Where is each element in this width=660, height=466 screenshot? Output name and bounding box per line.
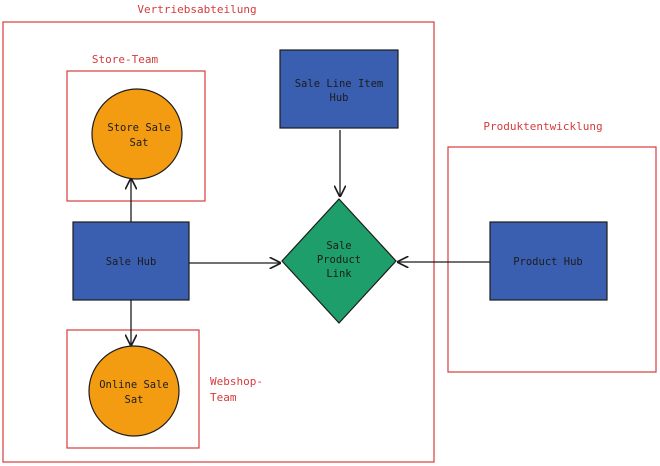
group-webshop-team-frame (66, 329, 200, 449)
sale-line-item-hub-node[interactable]: Sale Line Item Hub (279, 49, 399, 129)
group-produktentwicklung-frame (447, 146, 657, 373)
sale-product-link-label: Sale (326, 240, 351, 252)
sale-product-link-label-line3: Link (326, 268, 352, 280)
sale-product-link-label-line2: Product (317, 254, 361, 266)
group-store-team-frame (66, 70, 206, 202)
sale-line-item-hub-label-line2: Hub (330, 92, 349, 104)
group-webshop-team-label: Webshop- (210, 375, 263, 388)
online-sale-sat-node[interactable]: Online Sale Sat (88, 345, 180, 437)
group-store-team-label: Store-Team (92, 53, 159, 66)
sale-product-link-node[interactable]: Sale Product Link (281, 198, 397, 324)
group-vertriebsabteilung-frame (2, 21, 435, 463)
store-sale-sat-label-line2: Sat (130, 137, 149, 149)
group-produktentwicklung-label: Produktentwicklung (483, 120, 602, 133)
store-sale-sat-node[interactable]: Store Sale Sat (91, 88, 183, 180)
sale-line-item-hub-label: Sale Line Item (295, 78, 384, 90)
product-hub-label: Product Hub (513, 256, 583, 268)
sale-hub-node[interactable]: Sale Hub (72, 221, 190, 301)
product-hub-node[interactable]: Product Hub (489, 221, 608, 301)
sale-hub-label: Sale Hub (106, 256, 157, 268)
group-vertriebsabteilung-label: Vertriebsabteilung (137, 3, 256, 16)
group-webshop-team-label-line2: Team (210, 391, 237, 404)
store-sale-sat-label: Store Sale (107, 122, 170, 134)
online-sale-sat-label-line2: Sat (125, 394, 144, 406)
online-sale-sat-label: Online Sale (99, 379, 169, 391)
